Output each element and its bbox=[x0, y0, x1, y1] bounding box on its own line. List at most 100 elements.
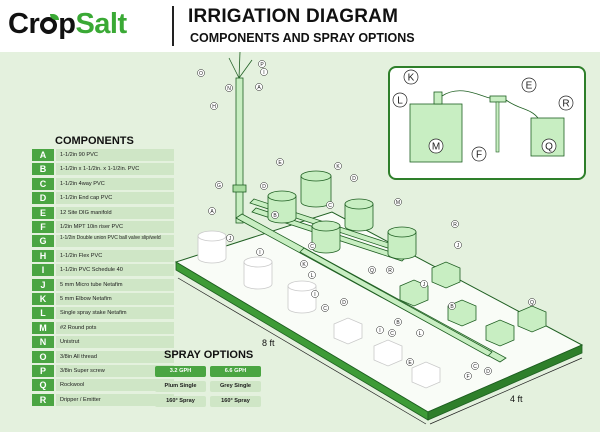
width-dimension: 4 ft bbox=[510, 394, 523, 404]
diagram-callout: F bbox=[464, 372, 472, 380]
inset-label-k: K bbox=[408, 73, 415, 84]
spray-option-cell: 160° Spray bbox=[155, 396, 206, 407]
spray-option-cell: Plum Single bbox=[155, 381, 206, 392]
component-text: 1-1/2in x 1-1/2in. x 1-1/2in. PVC bbox=[56, 163, 174, 176]
diagram-callout-letter: C bbox=[390, 331, 394, 337]
diagram-callout: C bbox=[308, 242, 316, 250]
header-divider bbox=[172, 6, 174, 46]
component-letter: N bbox=[32, 336, 54, 349]
page-subtitle: COMPONENTS AND SPRAY OPTIONS bbox=[190, 31, 415, 45]
component-letter: O bbox=[32, 350, 54, 363]
spray-option-cell: 3.2 GPH bbox=[155, 366, 206, 377]
page-title: IRRIGATION DIAGRAM bbox=[188, 6, 399, 27]
diagram-callout: D bbox=[260, 182, 268, 190]
diagram-callout-letter: B bbox=[450, 304, 454, 310]
component-letter: L bbox=[32, 307, 54, 320]
diagram-callout-letter: K bbox=[336, 164, 340, 170]
diagram-callout: I bbox=[311, 290, 319, 298]
diagram-callout-letter: I bbox=[379, 328, 380, 334]
diagram-callout-letter: F bbox=[466, 374, 469, 380]
platform bbox=[174, 211, 584, 421]
component-text: 3/8in All thread bbox=[56, 350, 174, 363]
diagram-callout: C bbox=[388, 329, 396, 337]
inset-label-l: L bbox=[397, 96, 403, 107]
component-letter: P bbox=[32, 365, 54, 377]
diagram-callout-letter: K bbox=[302, 262, 306, 268]
diagram-callout-letter: A bbox=[210, 209, 214, 215]
component-text: 1-1/2in Flex PVC bbox=[56, 249, 174, 262]
diagram-callout: B bbox=[394, 318, 402, 326]
diagram-callout: G bbox=[215, 181, 223, 189]
diagram-callout: C bbox=[321, 304, 329, 312]
diagram-callout-letter: Q bbox=[370, 268, 374, 274]
diagram-callout: C bbox=[326, 201, 334, 209]
diagram-callout: L bbox=[416, 329, 424, 337]
component-row: M#2 Round pots bbox=[32, 321, 174, 334]
diagram-callout-letter: Q bbox=[530, 300, 534, 306]
diagram-callout-letter: J bbox=[229, 236, 232, 242]
diagram-callout-letter: L bbox=[311, 273, 314, 279]
inset-label-q: Q bbox=[545, 142, 553, 153]
component-text: 5 mm Micro tube Netafim bbox=[56, 278, 174, 291]
diagram-callout-letter: C bbox=[323, 306, 327, 312]
component-text: 1-1/2in End cap PVC bbox=[56, 192, 174, 205]
component-letter: D bbox=[32, 192, 54, 205]
diagram-callout-letter: P bbox=[260, 62, 264, 68]
diagram-callout-letter: I bbox=[263, 70, 264, 76]
component-letter: J bbox=[32, 278, 54, 291]
component-text: Unistrut bbox=[56, 336, 174, 349]
diagram-callout: R bbox=[451, 220, 459, 228]
component-text: Single spray stake Netafim bbox=[56, 307, 174, 320]
diagram-callout-letter: G bbox=[217, 183, 221, 189]
diagram-callout: J bbox=[420, 280, 428, 288]
component-letter: F bbox=[32, 221, 54, 233]
diagram-callout: D bbox=[484, 367, 492, 375]
diagram-callout: A bbox=[208, 207, 216, 215]
diagram-callout-letter: D bbox=[352, 176, 356, 182]
component-letter: I bbox=[32, 264, 54, 277]
diagram-callout: B bbox=[271, 211, 279, 219]
diagram-callout-letter: D bbox=[262, 184, 266, 190]
dimension-lines bbox=[177, 277, 583, 425]
diagram-callout-letter: C bbox=[328, 203, 332, 209]
spray-detail-inset: K E L R M F Q bbox=[388, 66, 586, 180]
diagram-callout: I bbox=[260, 68, 268, 76]
component-text: 12 Site DIG manifold bbox=[56, 206, 174, 219]
diagram-callout-letter: I bbox=[259, 250, 260, 256]
component-letter: R bbox=[32, 393, 54, 406]
diagram-callout: D bbox=[350, 174, 358, 182]
rockwool-cubes bbox=[333, 261, 547, 389]
component-letter: E bbox=[32, 206, 54, 219]
diagram-callout-letter: A bbox=[257, 85, 261, 91]
component-letter: G bbox=[32, 235, 54, 248]
diagram-callout: D bbox=[340, 298, 348, 306]
inset-label-m: M bbox=[432, 142, 440, 153]
diagram-callout-letter: B bbox=[396, 320, 400, 326]
diagram-callout-letter: B bbox=[273, 213, 277, 219]
diagram-callout-letter: L bbox=[419, 331, 422, 337]
spray-options-title: SPRAY OPTIONS bbox=[164, 349, 254, 361]
diagram-callout-letter: C bbox=[310, 244, 314, 250]
feed-pipe bbox=[228, 51, 253, 224]
main-pipe bbox=[235, 213, 507, 363]
diagram-callout-letter: D bbox=[486, 369, 490, 375]
spray-option-cell: 160° Spray bbox=[210, 396, 261, 407]
diagram-callout: P bbox=[258, 60, 266, 68]
component-text: 1/2in MPT 10in riser PVC bbox=[56, 221, 174, 233]
diagram-callout-letter: M bbox=[396, 200, 400, 206]
component-letter: B bbox=[32, 163, 54, 176]
diagram-callout: I bbox=[256, 248, 264, 256]
